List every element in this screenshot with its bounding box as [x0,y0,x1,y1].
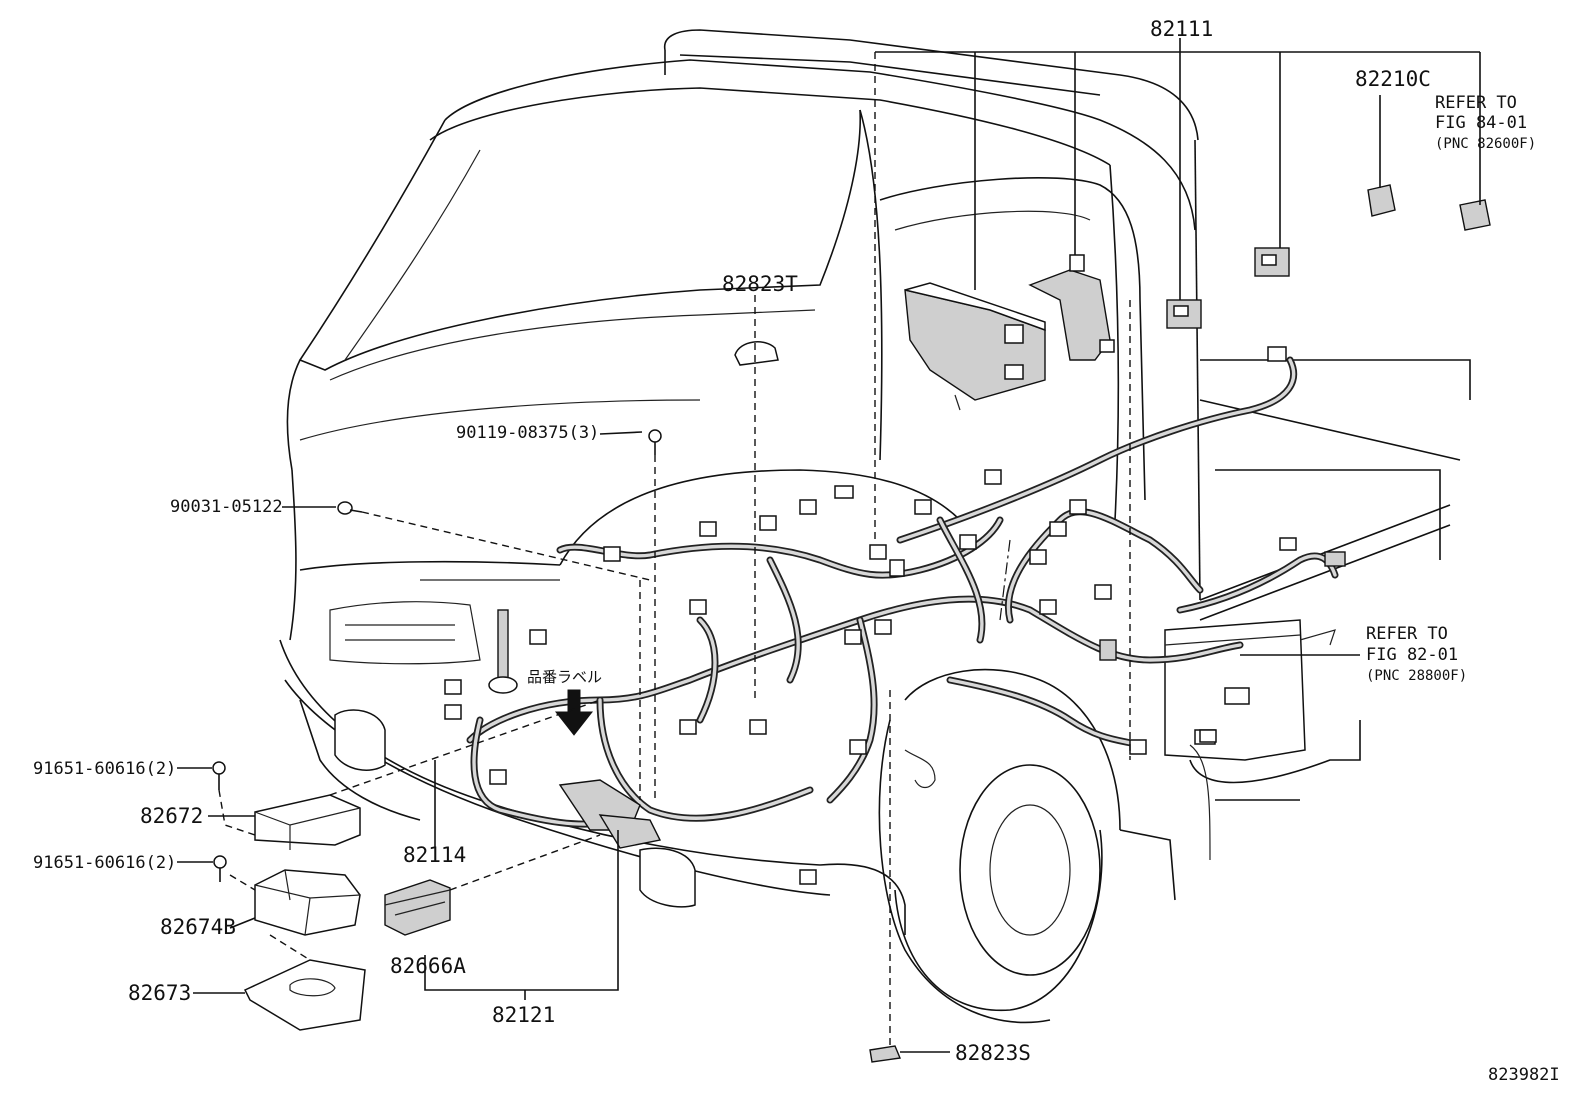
label-82111: 82111 [1150,17,1213,41]
label-82823t: 82823T [722,272,798,296]
refer-fig-84-01-line3: (PNC 82600F) [1435,136,1536,152]
label-91651-60616-b: 91651-60616(2) [33,853,176,873]
label-82210c: 82210C [1355,67,1431,91]
bolt-90031 [337,501,363,515]
harness-connectors [444,346,1346,885]
bolt-91651-a [212,761,226,790]
label-82673: 82673 [128,981,191,1005]
refer-fig-84-01-line2: FIG 84-01 [1435,113,1527,133]
relay-blocks [1166,184,1491,329]
leader-lines [177,38,1481,1053]
label-82674b: 82674B [160,915,236,939]
refer-fig-82-01-line3: (PNC 28800F) [1366,668,1467,684]
label-91651-60616-a: 91651-60616(2) [33,759,176,779]
clip-82823s-part [869,1045,901,1063]
clip-82823t-part [734,341,779,366]
refer-fig-84-01-line1: REFER TO [1435,93,1517,113]
truck-cab-outline [279,29,1201,1024]
bracket-82674b [254,869,361,936]
plate-82673 [243,959,366,1031]
label-90119-08375: 90119-08375(3) [456,423,599,443]
label-82121: 82121 [492,1003,555,1027]
label-82823s: 82823S [955,1041,1031,1065]
bolt-91651-b [213,855,227,882]
bolt-90119 [648,429,662,455]
refer-fig-82-01-line2: FIG 82-01 [1366,645,1458,665]
refer-fig-82-01-line1: REFER TO [1366,624,1448,644]
part-number-label-jp: 品番ラベル [527,668,602,686]
label-82666a: 82666A [390,954,466,978]
label-90031-05122: 90031-05122 [170,497,283,517]
relay-bracket [1028,254,1115,361]
label-82114: 82114 [403,843,466,867]
connector-82666a [384,879,451,936]
airbag-sensor-82672 [254,794,361,850]
ecu-module [904,282,1046,411]
label-82672: 82672 [140,804,203,828]
label-arrow [554,689,594,736]
figure-id: 823982I [1488,1065,1560,1085]
